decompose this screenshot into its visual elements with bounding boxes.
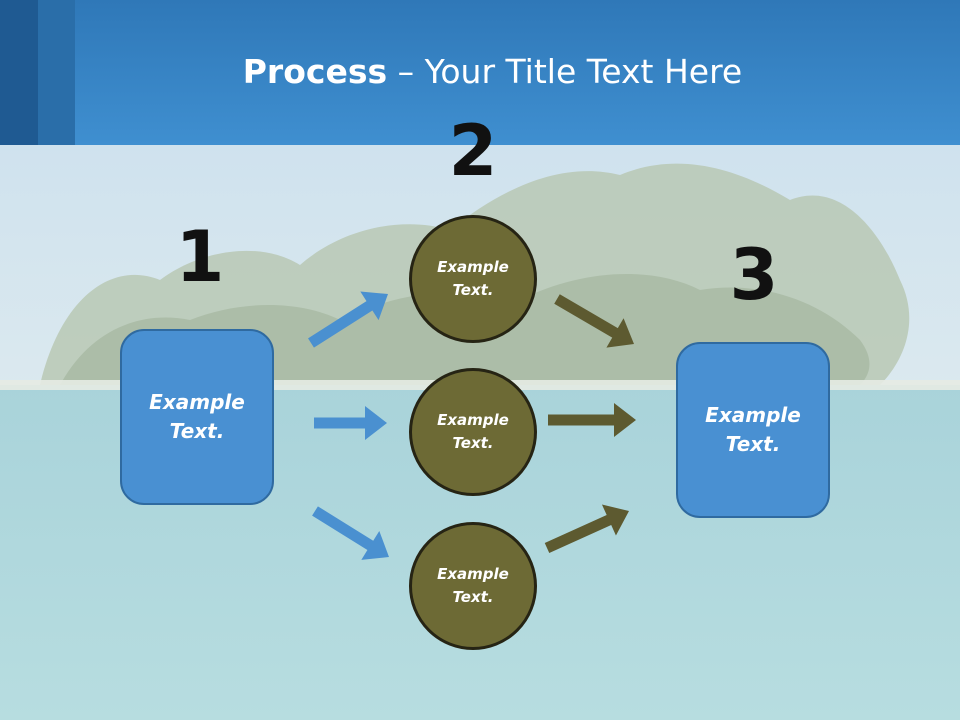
right-text-box: Example Text. [676,342,830,518]
circle-bottom-text: Example Text. [437,565,509,606]
process-circle-bottom: Example Text. [409,522,537,650]
blue-arrow-to-top-circle [308,291,389,348]
blue-arrow-to-bottom-circle [312,506,389,560]
title-rest: – Your Title Text Here [387,52,743,91]
right-box-text: Example Text. [705,403,801,456]
process-circle-middle: Example Text. [409,368,537,496]
circle-top-text: Example Text. [437,258,509,299]
olive-arrow-from-bottom-circle [544,504,630,554]
olive-arrow-from-middle-circle [548,403,636,437]
slide-title: Process – Your Title Text Here [0,52,960,91]
step-number-1: 1 [175,216,225,298]
banner-accent-strip [0,0,38,145]
olive-arrow-from-top-circle [554,294,635,348]
process-circle-top: Example Text. [409,215,537,343]
step-number-3: 3 [729,234,779,316]
circle-middle-text: Example Text. [437,411,509,452]
banner-accent-strip [38,0,75,145]
blue-arrow-to-middle-circle [314,406,387,440]
title-banner [0,0,960,145]
left-box-text: Example Text. [149,390,245,443]
left-text-box: Example Text. [120,329,274,505]
step-number-2: 2 [448,110,498,192]
title-bold: Process [242,52,388,91]
